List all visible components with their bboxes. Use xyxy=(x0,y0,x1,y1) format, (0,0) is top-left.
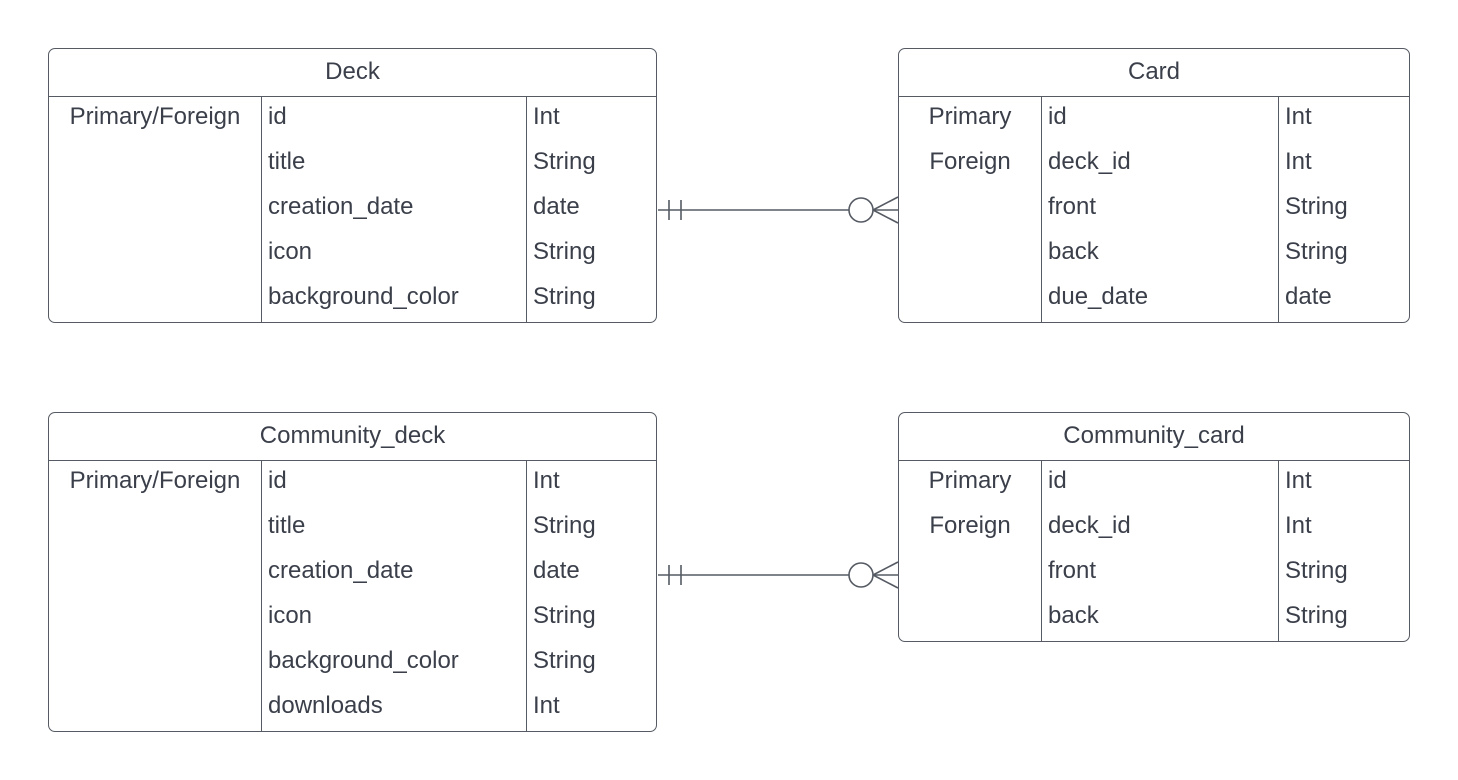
key-cell xyxy=(899,553,1041,598)
field-type: String xyxy=(1285,238,1348,265)
type-column: Int Int String String date xyxy=(1278,97,1409,322)
field-type: Int xyxy=(533,692,560,719)
key-column: Primary/Foreign xyxy=(49,461,261,731)
crow-foot xyxy=(872,561,899,576)
key-cell xyxy=(49,508,261,553)
entity-title: Community_deck xyxy=(49,413,656,461)
entity-body: Primary Foreign id deck_id front back In… xyxy=(899,461,1409,641)
field-type: String xyxy=(1285,557,1348,584)
key-cell xyxy=(49,189,261,234)
key-cell xyxy=(49,144,261,189)
field-type: Int xyxy=(1285,148,1312,175)
field-name[interactable]: background_color xyxy=(268,647,459,674)
key-cell xyxy=(49,553,261,598)
field-type: Int xyxy=(1285,512,1312,539)
key-cell: Primary xyxy=(928,103,1012,130)
key-cell xyxy=(899,279,1041,322)
field-type: String xyxy=(533,512,596,539)
key-cell: Foreign xyxy=(929,148,1011,175)
key-cell xyxy=(49,688,261,731)
key-cell: Foreign xyxy=(929,512,1011,539)
type-column: Int Int String String xyxy=(1278,461,1409,641)
key-cell xyxy=(49,643,261,688)
key-column: Primary/Foreign xyxy=(49,97,261,322)
field-column: id deck_id front back due_date xyxy=(1041,97,1278,322)
crow-foot xyxy=(872,196,899,211)
field-column: id deck_id front back xyxy=(1041,461,1278,641)
field-type: String xyxy=(533,602,596,629)
zero-circle xyxy=(848,562,874,588)
field-type: date xyxy=(1285,283,1332,310)
field-name[interactable]: background_color xyxy=(268,283,459,310)
entity-community-deck[interactable]: Community_deck Primary/Foreign id title … xyxy=(48,412,657,732)
field-name[interactable]: id xyxy=(1048,103,1067,130)
field-name[interactable]: title xyxy=(268,512,306,539)
key-column: Primary Foreign xyxy=(899,97,1041,322)
entity-body: Primary/Foreign id title creation_date i… xyxy=(49,461,656,731)
field-name[interactable]: back xyxy=(1048,602,1099,629)
field-type: String xyxy=(533,148,596,175)
field-type: String xyxy=(1285,602,1348,629)
field-name[interactable]: icon xyxy=(268,602,313,629)
entity-community-card[interactable]: Community_card Primary Foreign id deck_i… xyxy=(898,412,1410,642)
type-column: Int String date String String Int xyxy=(526,461,656,731)
field-type: date xyxy=(533,557,580,584)
key-cell: Primary/Foreign xyxy=(69,467,241,494)
entity-title: Card xyxy=(899,49,1409,97)
crow-foot xyxy=(872,209,899,224)
field-name[interactable]: creation_date xyxy=(268,557,414,584)
field-name[interactable]: downloads xyxy=(268,692,383,719)
entity-body: Primary Foreign id deck_id front back du… xyxy=(899,97,1409,322)
field-name[interactable]: front xyxy=(1048,193,1097,220)
field-type: Int xyxy=(533,467,560,494)
relationship-deck-card[interactable] xyxy=(658,196,899,224)
key-cell xyxy=(49,234,261,279)
key-cell xyxy=(899,189,1041,234)
entity-body: Primary/Foreign id title creation_date i… xyxy=(49,97,656,322)
field-type: date xyxy=(533,193,580,220)
type-column: Int String date String String xyxy=(526,97,656,322)
key-column: Primary Foreign xyxy=(899,461,1041,641)
field-name[interactable]: back xyxy=(1048,238,1099,265)
field-name[interactable]: icon xyxy=(268,238,313,265)
key-cell: Primary/Foreign xyxy=(69,103,241,130)
key-cell xyxy=(49,279,261,322)
field-type: Int xyxy=(1285,467,1312,494)
field-name[interactable]: id xyxy=(268,467,287,494)
field-column: id title creation_date icon background_c… xyxy=(261,461,526,731)
field-name[interactable]: title xyxy=(268,148,306,175)
field-type: String xyxy=(533,238,596,265)
key-cell xyxy=(899,234,1041,279)
field-name[interactable]: id xyxy=(1048,467,1067,494)
entity-title: Deck xyxy=(49,49,656,97)
entity-title: Community_card xyxy=(899,413,1409,461)
field-name[interactable]: id xyxy=(268,103,287,130)
key-cell xyxy=(49,598,261,643)
field-type: String xyxy=(1285,193,1348,220)
field-name[interactable]: deck_id xyxy=(1048,148,1131,175)
field-type: Int xyxy=(1285,103,1312,130)
key-cell xyxy=(899,598,1041,641)
field-name[interactable]: creation_date xyxy=(268,193,414,220)
key-cell: Primary xyxy=(928,467,1012,494)
field-type: String xyxy=(533,283,596,310)
field-name[interactable]: front xyxy=(1048,557,1097,584)
entity-deck[interactable]: Deck Primary/Foreign id title creation_d… xyxy=(48,48,657,323)
field-name[interactable]: deck_id xyxy=(1048,512,1131,539)
relationship-community-deck-card[interactable] xyxy=(658,561,899,589)
field-type: String xyxy=(533,647,596,674)
entity-card[interactable]: Card Primary Foreign id deck_id front ba… xyxy=(898,48,1410,323)
field-column: id title creation_date icon background_c… xyxy=(261,97,526,322)
zero-circle xyxy=(848,197,874,223)
field-type: Int xyxy=(533,103,560,130)
field-name[interactable]: due_date xyxy=(1048,283,1149,310)
crow-foot xyxy=(872,574,899,589)
